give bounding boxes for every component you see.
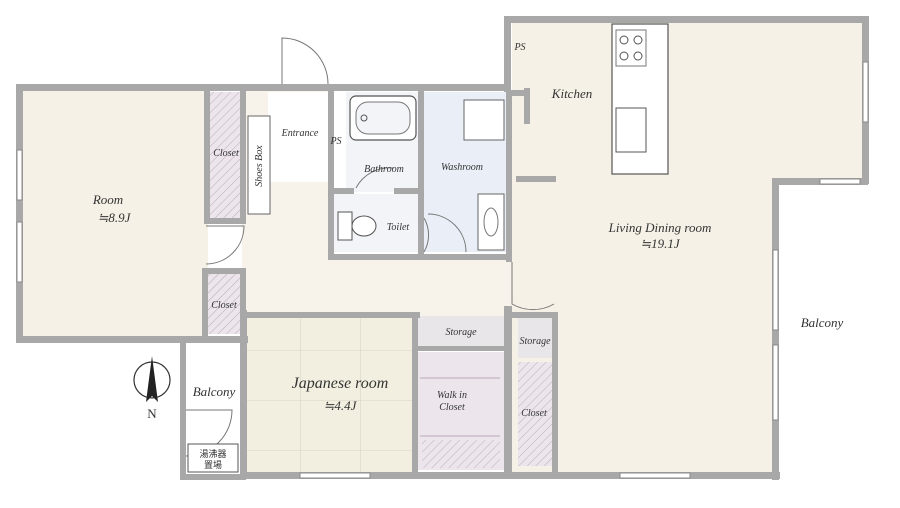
floor-fills: [22, 22, 866, 476]
washroom-door: [427, 213, 467, 253]
kitchen-sink: [615, 107, 647, 153]
ldk-floor: [512, 22, 862, 182]
heater-label-2: 置場: [204, 459, 222, 471]
toilet-bowl: [337, 211, 353, 241]
ldk-name: Living Dining room: [608, 220, 712, 235]
water-heater-box: [187, 443, 239, 473]
lower-closet-floor: [208, 272, 240, 334]
ldk-size: ≒19.1J: [640, 236, 681, 251]
room-door: [205, 225, 245, 265]
toilet-door: [423, 217, 430, 253]
right-storage-floor: [518, 318, 552, 358]
ps-top-label: PS: [513, 42, 525, 53]
bathroom-label: Bathroom: [364, 164, 404, 175]
fixtures: [187, 23, 669, 473]
right-closet-floor: [518, 362, 552, 466]
windows: [16, 61, 869, 479]
storage-right-label: Storage: [519, 336, 551, 347]
room-name: Room: [92, 192, 123, 207]
compass-needle: [146, 356, 158, 402]
japanese-room-size: ≒4.4J: [324, 398, 358, 413]
entrance-floor: [268, 92, 330, 182]
japanese-room-floor: [246, 316, 414, 472]
room-closet-floor: [210, 92, 240, 220]
doors: [185, 37, 555, 457]
compass: N: [133, 356, 171, 421]
ps-bath-label: PS: [329, 136, 341, 147]
entrance-label: Entrance: [281, 128, 319, 139]
labels: Kitchen Living Dining room ≒19.1J Room ≒…: [92, 42, 844, 471]
bathroom-door: [355, 167, 395, 189]
walk-in-label-2: Closet: [439, 402, 465, 413]
right-balcony-floor: [780, 186, 866, 474]
walk-in-label-1: Walk in: [437, 390, 467, 401]
balcony-right-label: Balcony: [801, 315, 844, 330]
closet-room-label: Closet: [213, 148, 239, 159]
shoes-box: [247, 115, 271, 215]
toilet-label: Toilet: [387, 222, 410, 233]
japanese-room-name: Japanese room: [292, 375, 389, 392]
washing-machine: [463, 99, 505, 141]
storage-floor: [418, 316, 504, 348]
room-size: ≒8.9J: [98, 210, 132, 225]
washroom-label: Washroom: [441, 162, 483, 173]
compass-label: N: [147, 406, 157, 421]
kitchen-label: Kitchen: [551, 86, 592, 101]
closet-right-label: Closet: [521, 408, 547, 419]
room-floor: [22, 90, 208, 336]
balcony-left-label: Balcony: [193, 384, 236, 399]
storage-mid-label: Storage: [445, 327, 477, 338]
walk-in-closet-hatch: [422, 440, 500, 468]
wash-basin: [477, 193, 505, 251]
front-door: [281, 37, 329, 85]
closet-lower-label: Closet: [211, 300, 237, 311]
corridor-floor: [242, 258, 512, 316]
shoes-box-label: Shoes Box: [254, 145, 265, 187]
ldk-door: [511, 262, 555, 311]
heater-label-1: 湯沸器: [199, 448, 226, 460]
